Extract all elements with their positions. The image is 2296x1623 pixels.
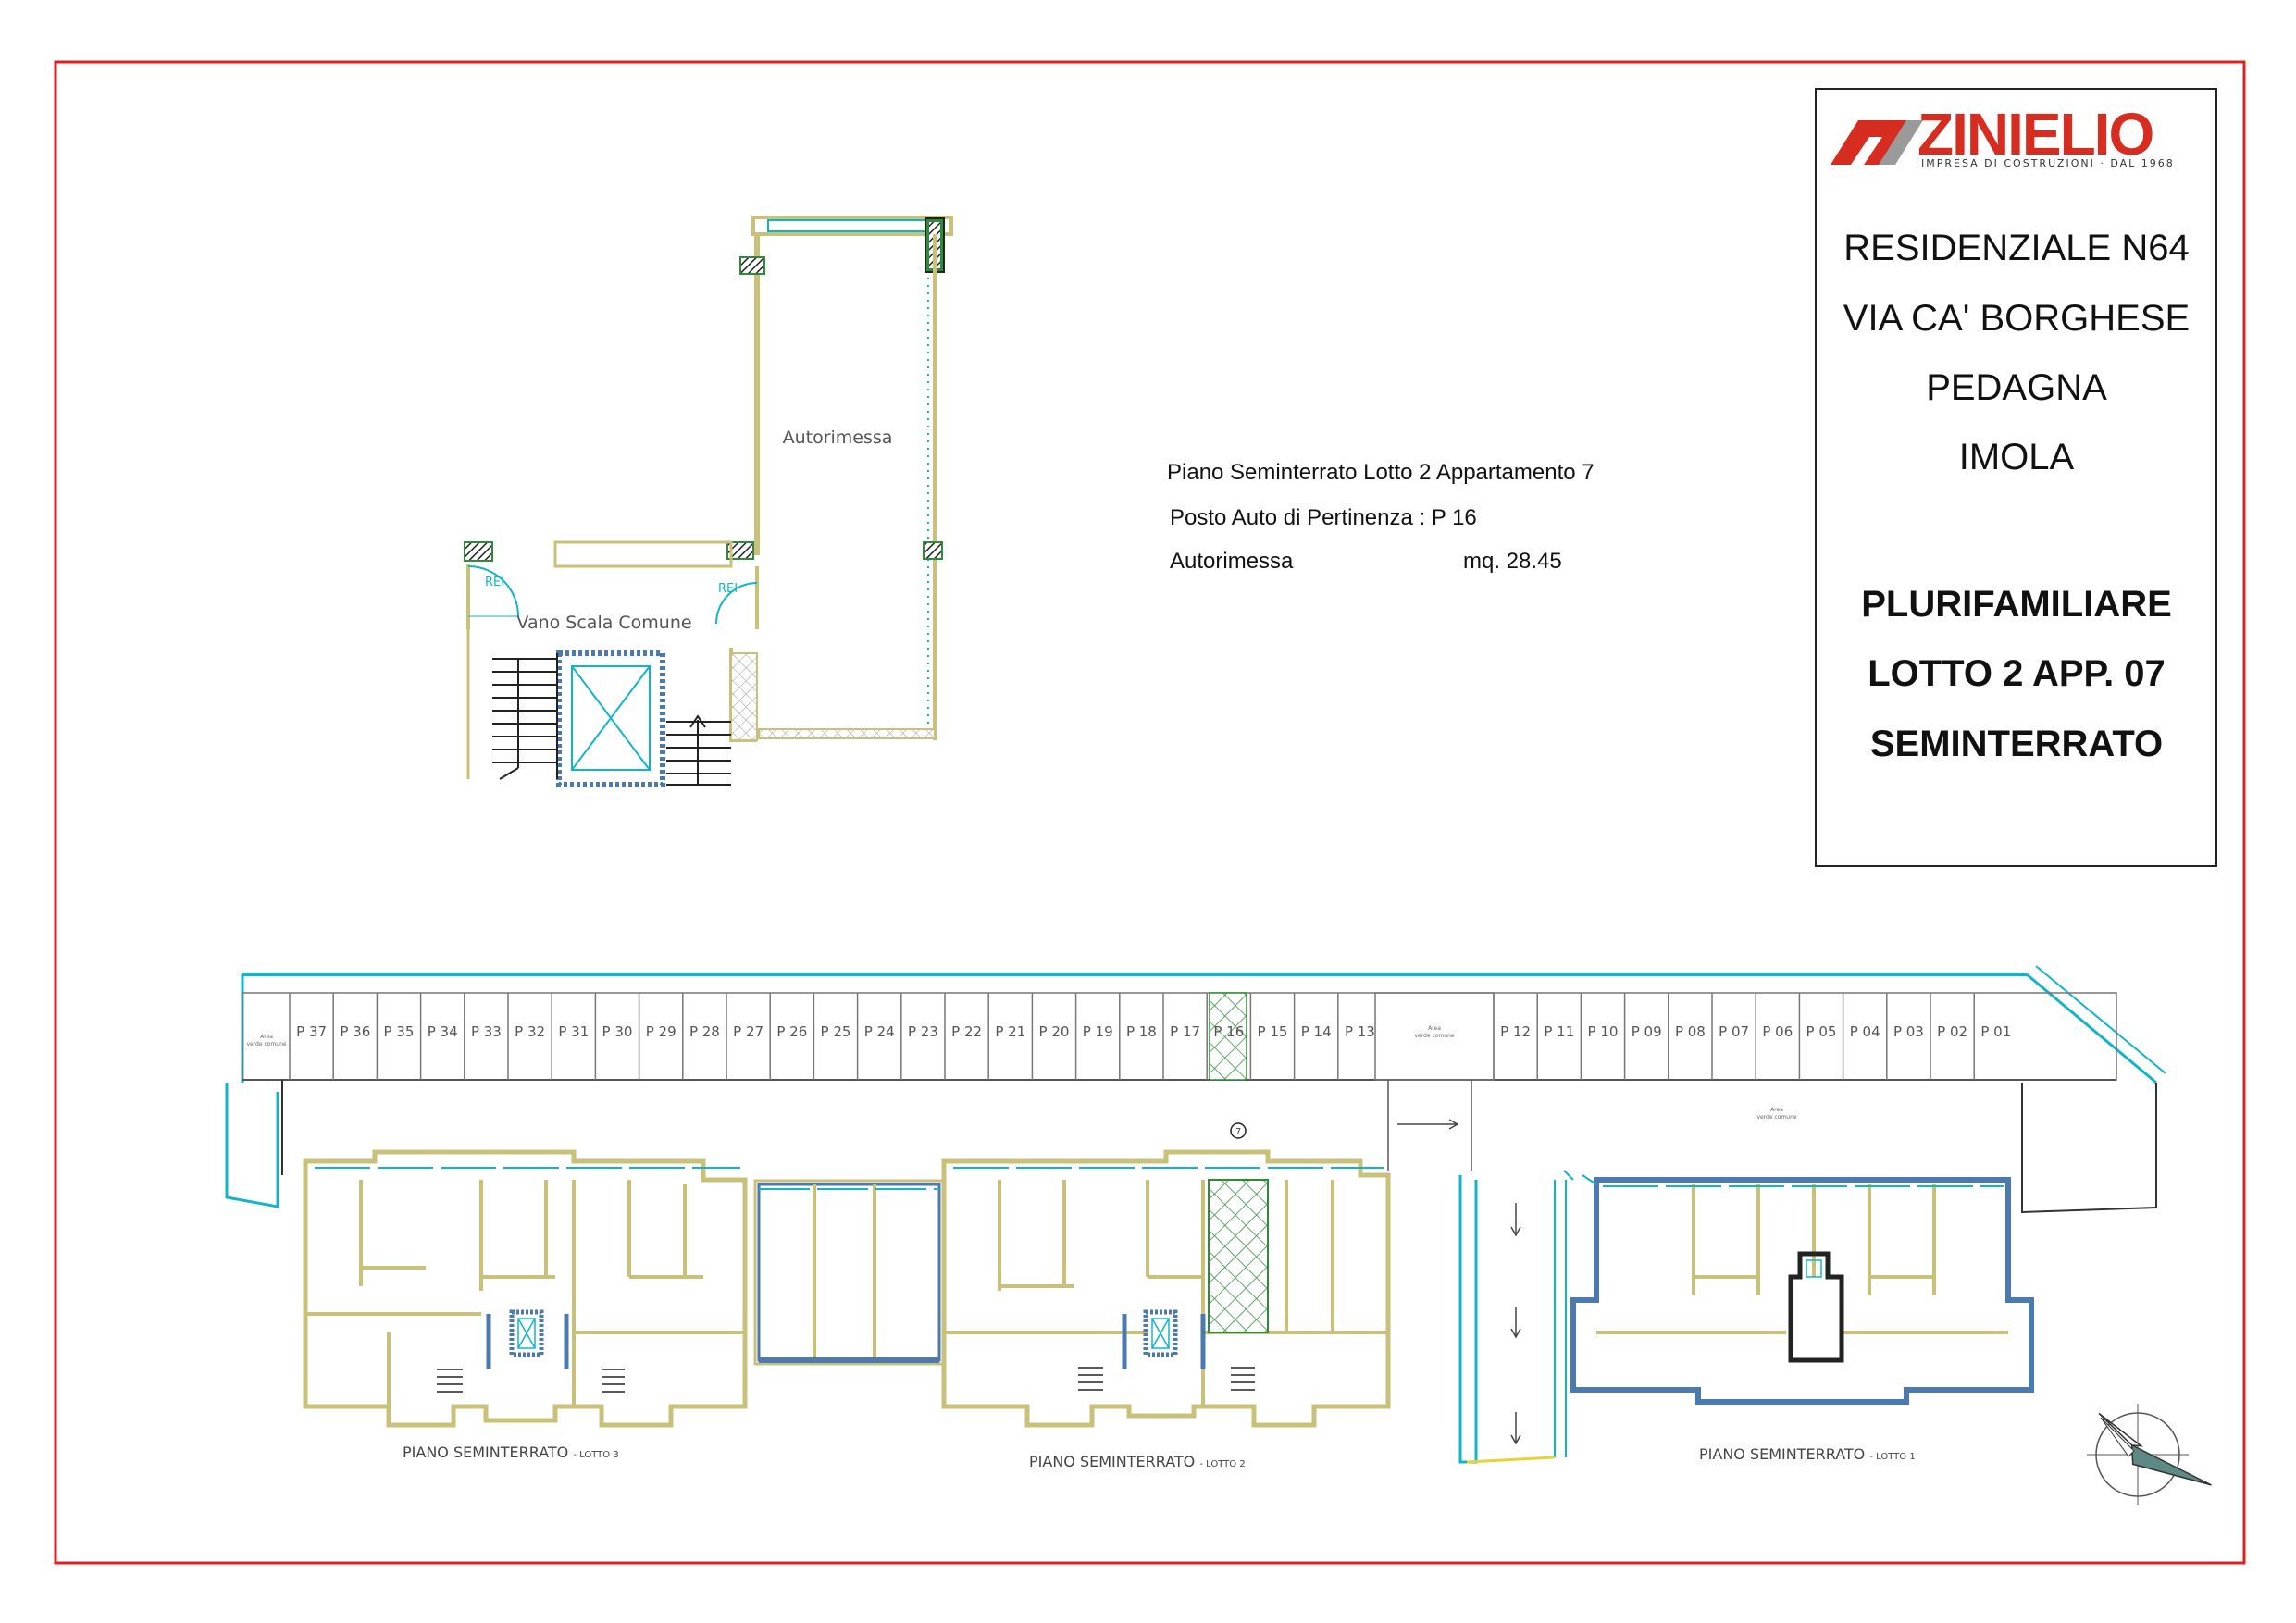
parking-space-label: P 19 <box>1083 1023 1113 1040</box>
parking-space-label: P 03 <box>1893 1023 1924 1040</box>
parking-space-label: P 18 <box>1126 1023 1157 1040</box>
title-line-1: RESIDENZIALE N64 <box>1843 228 2189 268</box>
parking-space-label: P 02 <box>1937 1023 1967 1040</box>
title-line-6: LOTTO 2 APP. 07 <box>1868 653 2166 694</box>
parking-space-label: P 21 <box>995 1023 1025 1040</box>
parking-space-label: P 06 <box>1762 1023 1793 1040</box>
parking-space-label: P 15 <box>1258 1023 1288 1040</box>
door-label-left: REI <box>485 576 504 589</box>
building-lotto-2: 7 <box>941 1122 1391 1428</box>
parking-space-label: P 09 <box>1632 1023 1662 1040</box>
highlighted-garage <box>1208 1179 1269 1333</box>
building-lotto-3 <box>303 1149 748 1428</box>
parking-space-label: P 25 <box>821 1023 851 1040</box>
parking-space-label: P 37 <box>296 1023 327 1040</box>
parking-space-label: P 01 <box>1980 1023 2011 1040</box>
room-label-stair: Vano Scala Comune <box>516 613 691 633</box>
parking-space-label: P 08 <box>1675 1023 1706 1040</box>
svg-text:verde comune: verde comune <box>246 1041 286 1047</box>
parking-space-label: P 27 <box>733 1023 763 1040</box>
info-garage-label: Autorimessa <box>1170 549 1294 574</box>
title-line-2: VIA CA' BORGHESE <box>1843 298 2190 339</box>
info-heading: Piano Seminterrato Lotto 2 Appartamento … <box>1167 460 1595 485</box>
plan-label-lotto-3: PIANO SEMINTERRATO - LOTTO 3 <box>403 1443 619 1461</box>
north-arrow-icon <box>2087 1404 2212 1505</box>
parking-space-label: P 11 <box>1544 1023 1574 1040</box>
info-garage-area: mq. 28.45 <box>1463 549 1562 574</box>
svg-text:Area: Area <box>1770 1107 1783 1113</box>
parking-space-label: P 33 <box>471 1023 502 1040</box>
svg-text:Area: Area <box>1428 1025 1441 1032</box>
building-lotto-1 <box>1563 1170 2034 1405</box>
parking-space-label: P 28 <box>689 1023 720 1040</box>
parking-space-label: P 24 <box>864 1023 895 1040</box>
title-line-3: PEDAGNA <box>1926 367 2107 408</box>
parking-space-label: P 36 <box>340 1023 370 1040</box>
parking-space-label: P 31 <box>558 1023 589 1040</box>
plan-label-lotto-1: PIANO SEMINTERRATO - LOTTO 1 <box>1699 1445 1916 1463</box>
svg-text:Area: Area <box>260 1034 273 1040</box>
info-parking: Posto Auto di Pertinenza : P 16 <box>1170 505 1477 530</box>
parking-space-label: P 12 <box>1500 1023 1531 1040</box>
parking-space-label: P 23 <box>908 1023 938 1040</box>
unit-marker <box>1230 1122 1247 1139</box>
parking-space-label: P 26 <box>776 1023 807 1040</box>
parking-space-label: P 14 <box>1301 1023 1332 1040</box>
parking-space-label: P 20 <box>1039 1023 1070 1040</box>
title-line-7: SEMINTERRATO <box>1870 724 2163 764</box>
zinielio-logo-icon: ZINIELIO IMPRESA DI COSTRUZIONI · DAL 19… <box>1831 101 2175 169</box>
unit-marker-label: 7 <box>1235 1127 1241 1137</box>
parking-space-label: P 35 <box>384 1023 415 1040</box>
parking-space-label: P 32 <box>515 1023 545 1040</box>
garages-center <box>753 1179 945 1366</box>
parking-space-label: P 05 <box>1806 1023 1837 1040</box>
sheet-border <box>54 60 2246 1565</box>
svg-text:verde comune: verde comune <box>1756 1114 1796 1121</box>
parking-space-label: P 22 <box>951 1023 982 1040</box>
title-line-4: IMOLA <box>1959 437 2075 477</box>
parking-space-label: P 29 <box>646 1023 676 1040</box>
room-label-garage: Autorimessa <box>783 427 893 448</box>
door-label-right: REI <box>718 582 738 596</box>
parking-space-label: P 10 <box>1588 1023 1619 1040</box>
title-line-5: PLURIFAMILIARE <box>1861 584 2172 625</box>
parking-row-left: P 37 P 36 P 35 P 34 P 33 P 32 P 31 P 30 P 29 P 28… <box>289 993 1375 1080</box>
parking-space-label: P 07 <box>1719 1023 1749 1040</box>
parking-space-label: P 04 <box>1850 1023 1880 1040</box>
parking-space-label: P 34 <box>428 1023 458 1040</box>
unit-info: Piano Seminterrato Lotto 2 Appartamento … <box>1167 460 1595 574</box>
parking-space-label: P 30 <box>602 1023 633 1040</box>
detail-plan: REI REI <box>464 216 953 787</box>
title-block: ZINIELIO IMPRESA DI COSTRUZIONI · DAL 19… <box>1815 88 2217 867</box>
svg-text:verde comune: verde comune <box>1414 1033 1454 1039</box>
logo-tagline: IMPRESA DI COSTRUZIONI · DAL 1968 <box>1921 157 2175 169</box>
parking-space-label: P 16 <box>1213 1023 1244 1040</box>
parking-space-label: P 13 <box>1345 1023 1375 1040</box>
parking-space-label: P 17 <box>1170 1023 1200 1040</box>
highlighted-parking-space <box>1209 992 1247 1081</box>
logo-name: ZINIELIO <box>1917 101 2153 167</box>
parking-row-right: P 12 P 11 P 10 P 09 P 08 P 07 P 06 P 05 P 04 P 03… <box>1493 993 2011 1080</box>
plan-label-lotto-2: PIANO SEMINTERRATO - LOTTO 2 <box>1029 1453 1246 1470</box>
